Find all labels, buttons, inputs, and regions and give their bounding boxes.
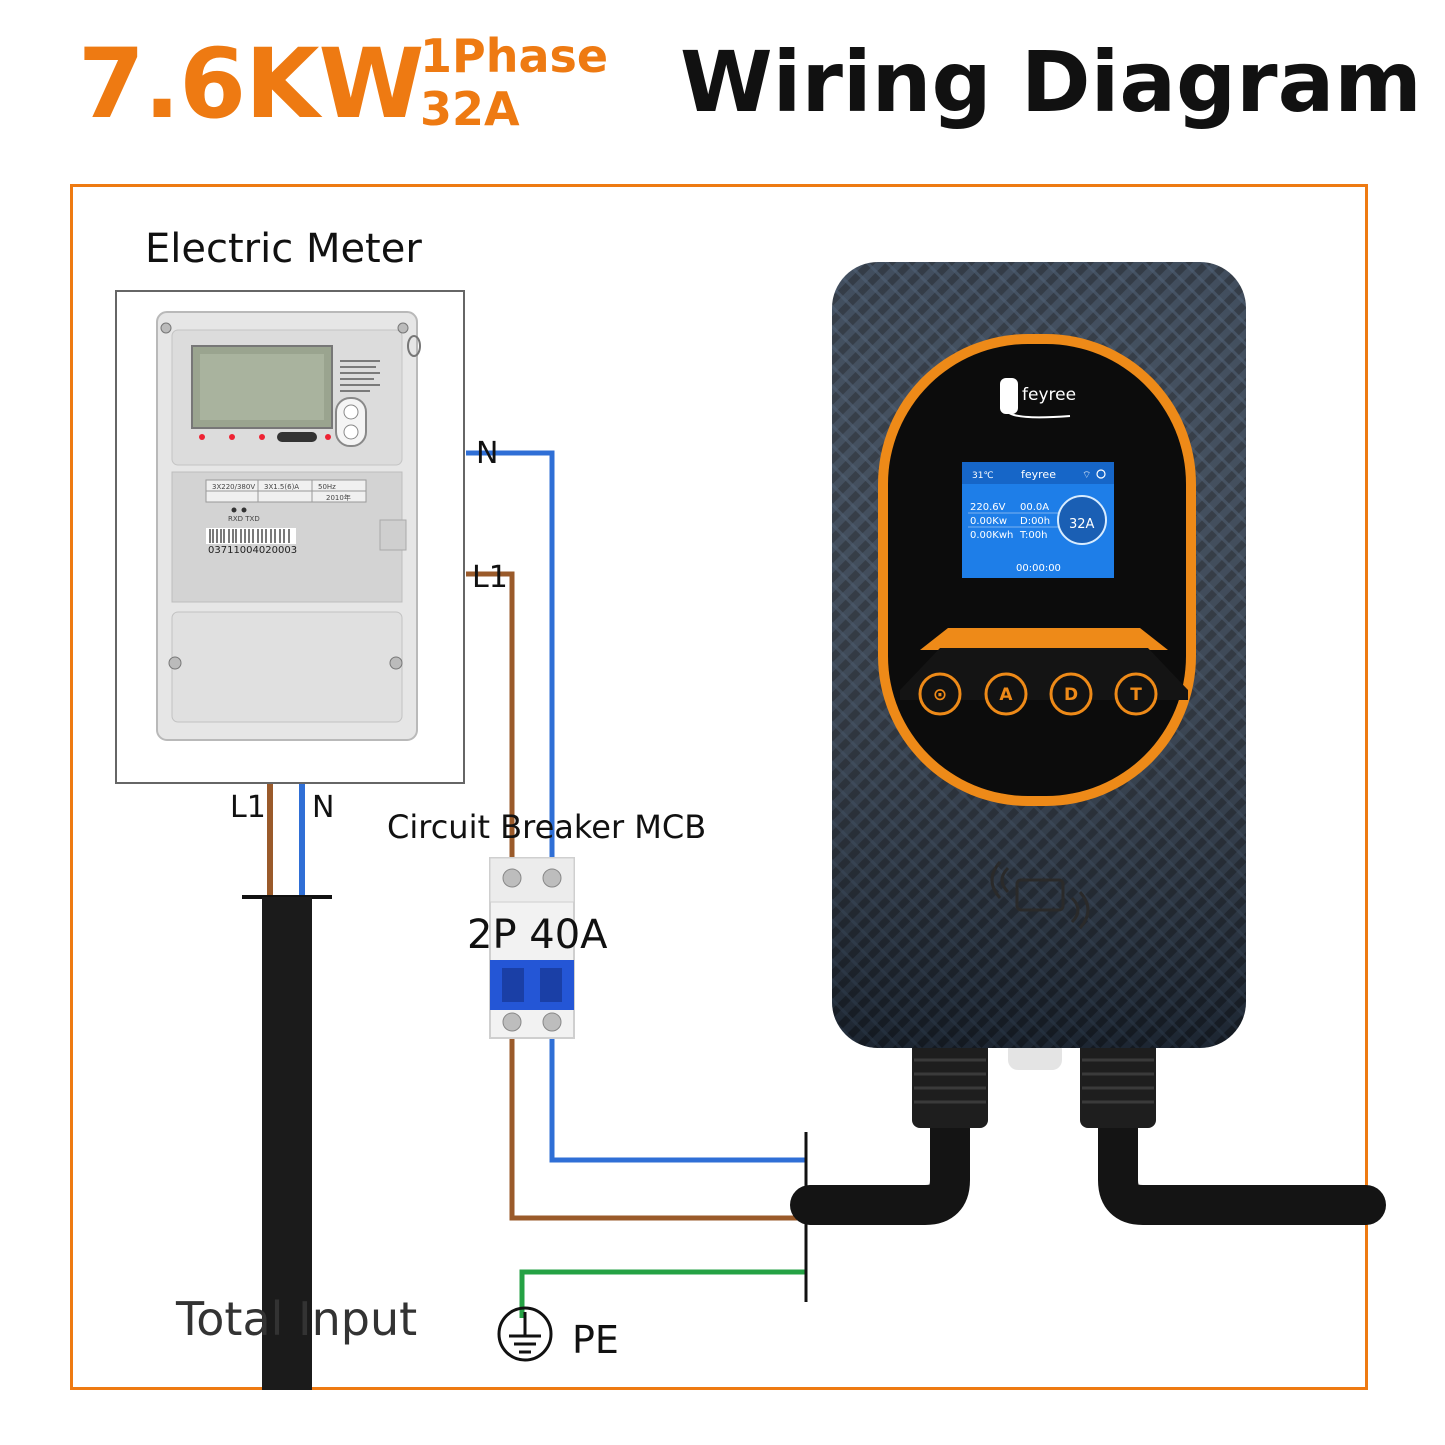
wire-label-l1-top: L1 xyxy=(472,560,508,595)
screen-energy: 0.00Kwh xyxy=(970,530,1013,541)
meter-spec-2: 3X1.5(6)A xyxy=(264,483,299,491)
wire-label-n-top: N xyxy=(476,436,499,471)
t-button-label: T xyxy=(1130,685,1142,705)
charger-brand: feyree xyxy=(1022,385,1076,405)
screen-timer: 00:00:00 xyxy=(1016,563,1061,574)
ev-charger: feyree 31℃ feyree ⌔ 220.6V 00.0A 0.00Kw … xyxy=(832,262,1246,1048)
earth-wire xyxy=(519,1269,806,1318)
wifi-icon: ⌔ xyxy=(1082,470,1091,481)
wires xyxy=(267,450,806,1318)
power-button-label: ⊙ xyxy=(933,685,947,705)
power-rating: 7.6KW xyxy=(78,28,424,140)
neutral-wire-top xyxy=(466,450,555,862)
a-button[interactable]: A xyxy=(984,672,1028,716)
cable-glands xyxy=(912,1040,1156,1128)
screen-temp: 31℃ xyxy=(972,471,994,481)
neutral-wire-out xyxy=(549,1030,806,1163)
screen-voltage: 220.6V xyxy=(970,502,1006,513)
screen-brand: feyree xyxy=(1021,468,1056,481)
meter-serial: 03711004020003 xyxy=(208,545,297,556)
total-input-label: Total Input xyxy=(176,1292,418,1346)
electric-meter: 3X220/380V 3X1.5(6)A 50Hz 2010年 RXD TXD … xyxy=(156,311,421,741)
phase-current: 1Phase 32A xyxy=(420,29,609,137)
ground-icon xyxy=(497,1306,553,1362)
screen-amp: 32A xyxy=(1069,517,1095,532)
pe-label: PE xyxy=(572,1318,619,1362)
charger-cables xyxy=(790,1060,1386,1225)
charger-logo: feyree xyxy=(1000,378,1076,419)
breaker-rating: 2P 40A xyxy=(467,912,608,958)
charger-buttons: ⊙ A D T xyxy=(918,672,1158,716)
meter-spec-3: 50Hz xyxy=(318,483,336,491)
meter-barcode xyxy=(209,529,290,543)
diagram-title: Wiring Diagram xyxy=(680,33,1422,131)
download-icon xyxy=(1096,469,1106,479)
d-button-label: D xyxy=(1064,685,1078,705)
charger-screen: 31℃ feyree ⌔ 220.6V 00.0A 0.00Kw D:00h 0… xyxy=(962,462,1114,578)
wire-label-l1-bottom: L1 xyxy=(230,790,266,825)
meter-port: RXD TXD xyxy=(228,515,260,523)
meter-spec-lines xyxy=(340,360,380,392)
diagram-frame xyxy=(70,184,1368,1390)
live-wire-top xyxy=(466,571,515,862)
meter-button xyxy=(335,397,367,447)
current-label: 32A xyxy=(420,82,520,137)
t-button[interactable]: T xyxy=(1114,672,1158,716)
rfid-icon xyxy=(990,861,1090,929)
d-button[interactable]: D xyxy=(1049,672,1093,716)
screen-d-time: D:00h xyxy=(1020,516,1050,527)
amp-dial xyxy=(1057,495,1107,545)
screen-current: 00.0A xyxy=(1020,502,1049,513)
power-button[interactable]: ⊙ xyxy=(918,672,962,716)
a-button-label: A xyxy=(999,685,1013,705)
screen-power: 0.00Kw xyxy=(970,516,1007,527)
screen-t-time: T:00h xyxy=(1019,530,1047,541)
input-cable xyxy=(262,897,312,1390)
circuit-breaker xyxy=(489,857,575,1039)
meter-spec-1: 3X220/380V xyxy=(212,483,255,491)
breaker-label: Circuit Breaker MCB xyxy=(387,808,707,846)
meter-label: Electric Meter xyxy=(145,226,422,272)
live-wire-out xyxy=(509,1030,806,1221)
meter-year: 2010年 xyxy=(326,493,351,502)
wire-label-n-bottom: N xyxy=(312,790,335,825)
phase-label: 1Phase xyxy=(420,29,609,83)
